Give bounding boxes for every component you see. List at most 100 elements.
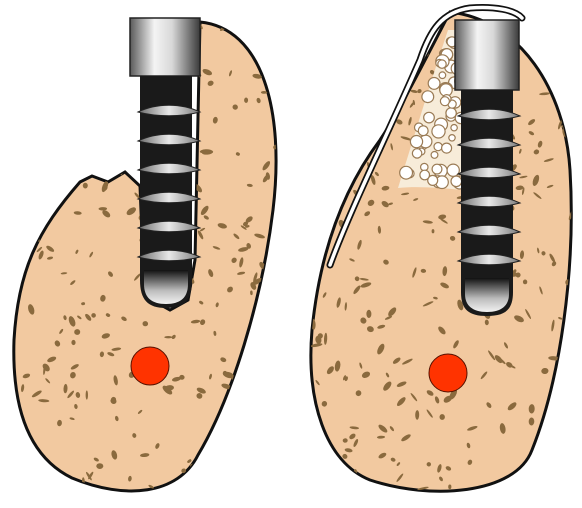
bone-speckle: [10, 79, 18, 86]
bone-speckle: [14, 256, 22, 261]
graft-particle: [449, 135, 455, 141]
bone-speckle: [23, 139, 28, 147]
bone-speckle: [30, 218, 36, 224]
bone-speckle: [438, 495, 446, 503]
bone-speckle: [333, 93, 344, 106]
bone-speckle: [86, 390, 88, 399]
bone-speckle: [45, 96, 51, 101]
bone-speckle: [571, 115, 579, 121]
bone-speckle: [393, 16, 405, 25]
bone-speckle: [29, 83, 38, 92]
bone-speckle: [548, 73, 553, 81]
implant-right: [455, 20, 520, 316]
bone-speckle: [55, 108, 62, 115]
bone-speckle: [341, 109, 347, 117]
bone-speckle: [315, 10, 326, 18]
implant-tip-right: [465, 278, 509, 312]
bone-speckle: [330, 69, 338, 80]
bone-speckle: [271, 375, 283, 381]
bone-speckle: [102, 127, 110, 134]
bone-speckle: [30, 51, 36, 55]
graft-particle: [418, 126, 428, 136]
bone-speckle: [534, 482, 541, 489]
bone-speckle: [311, 66, 321, 76]
bone-speckle: [7, 246, 15, 254]
bone-speckle: [31, 39, 38, 48]
bone-speckle: [553, 404, 564, 410]
bone-speckle: [63, 134, 69, 142]
bone-speckle: [120, 70, 126, 79]
bone-speckle: [465, 497, 473, 500]
bone-speckle: [39, 108, 46, 114]
bone-speckle: [32, 81, 38, 87]
bone-speckle: [327, 471, 333, 477]
bone-speckle: [266, 398, 275, 409]
bone-speckle: [77, 147, 84, 154]
bone-speckle: [102, 171, 109, 178]
bone-speckle: [220, 493, 225, 499]
graft-particle: [412, 149, 421, 158]
bone-speckle: [10, 273, 22, 283]
graft-particle: [439, 72, 446, 79]
bone-speckle: [311, 278, 317, 284]
bone-speckle: [303, 406, 313, 414]
bone-speckle: [27, 124, 32, 128]
bone-speckle: [274, 333, 281, 340]
bone-speckle: [26, 43, 38, 53]
bone-speckle: [91, 49, 95, 54]
bone-speckle: [101, 111, 108, 117]
bone-speckle: [275, 233, 281, 244]
graft-particle: [410, 136, 422, 148]
bone-speckle: [7, 190, 16, 196]
graft-particle: [440, 97, 449, 106]
implant-collar-right: [455, 20, 519, 90]
graft-particle: [438, 60, 446, 68]
bone-speckle: [108, 62, 116, 65]
bone-speckle: [390, 19, 397, 27]
graft-particle: [451, 125, 457, 131]
bone-speckle: [145, 492, 150, 497]
bone-speckle: [266, 67, 274, 73]
bone-speckle: [198, 477, 205, 486]
bone-speckle: [565, 94, 573, 100]
bone-speckle: [521, 33, 527, 43]
bone-speckle: [272, 20, 277, 25]
graft-particle: [432, 125, 445, 138]
bone-speckle: [111, 137, 118, 144]
graft-particle: [446, 108, 456, 118]
bone-speckle: [87, 76, 91, 82]
bone-speckle: [391, 30, 397, 35]
bone-speckle: [104, 91, 112, 104]
implant-tip-left: [144, 270, 188, 304]
bone-speckle: [312, 99, 319, 109]
bone-speckle: [271, 317, 277, 321]
bone-speckle: [35, 24, 42, 31]
bone-speckle: [552, 475, 556, 485]
graft-particle: [428, 78, 440, 90]
graft-particle: [432, 164, 442, 174]
bone-speckle: [344, 81, 351, 86]
bone-speckle: [324, 68, 334, 71]
bone-speckle: [46, 484, 52, 490]
graft-particle: [434, 143, 442, 151]
bone-speckle: [272, 220, 284, 229]
bone-speckle: [83, 16, 91, 25]
bone-speckle: [363, 10, 372, 18]
bone-speckle: [262, 402, 269, 408]
graft-particle: [442, 143, 452, 153]
bone-speckle: [382, 44, 390, 54]
bone-speckle: [243, 412, 249, 420]
bone-speckle: [396, 492, 407, 497]
bone-speckle: [499, 484, 507, 488]
bone-speckle: [267, 20, 275, 28]
bone-speckle: [423, 492, 430, 499]
bone-speckle: [337, 104, 343, 112]
bone-speckle: [306, 88, 314, 97]
bone-speckle: [248, 339, 254, 346]
bone-speckle: [44, 134, 53, 140]
bone-speckle: [569, 412, 576, 421]
bone-speckle: [360, 136, 370, 141]
bone-speckle: [200, 460, 203, 468]
bone-speckle: [535, 468, 541, 475]
